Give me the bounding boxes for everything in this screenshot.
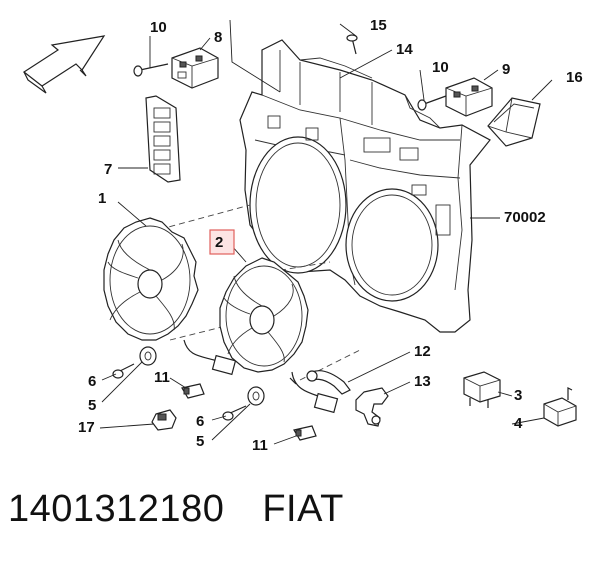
bolt-6-middle — [222, 405, 247, 421]
bush-5-middle — [247, 386, 265, 406]
callout-5a: 5 — [88, 397, 96, 414]
bush-5-left — [139, 346, 157, 366]
part-number: 1401312180 — [8, 488, 225, 530]
footer-caption: 1401312180 FIAT — [8, 488, 344, 531]
screw-10-right — [417, 95, 447, 111]
callout-10b: 10 — [432, 59, 449, 76]
highlight-box — [209, 229, 235, 255]
callout-11a: 11 — [154, 369, 170, 386]
clip-17 — [151, 409, 177, 431]
callout-11b: 11 — [252, 437, 268, 454]
leader-lines — [99, 19, 553, 445]
callout-14: 14 — [396, 41, 413, 58]
callout-3: 3 — [514, 387, 522, 404]
relay-3 — [463, 371, 501, 408]
callout-9: 9 — [502, 61, 510, 78]
callout-16: 16 — [566, 69, 583, 86]
direction-arrow-icon — [22, 35, 106, 94]
fan-assembly-2 — [219, 257, 339, 414]
callout-13: 13 — [414, 373, 431, 390]
resistor-9 — [445, 77, 493, 117]
callout-5b: 5 — [196, 433, 204, 450]
screw-10-left — [133, 63, 169, 77]
callout-70002: 70002 — [504, 209, 546, 226]
cover-16 — [487, 97, 541, 147]
callout-labels: 1 2 3 4 5 5 6 6 7 8 9 10 10 11 11 12 13 … — [78, 17, 583, 454]
bracket-7 — [145, 95, 181, 183]
fitting-13 — [355, 387, 389, 427]
resistor-8 — [171, 47, 219, 89]
connector-11-left — [181, 383, 205, 399]
callout-6b: 6 — [196, 413, 204, 430]
callout-4: 4 — [514, 415, 523, 432]
brand-name: FIAT — [262, 488, 344, 530]
relay-4 — [543, 387, 577, 427]
screw-15 — [346, 34, 358, 55]
exploded-parts-diagram: 1 2 3 4 5 5 6 6 7 8 9 10 10 11 11 12 13 … — [22, 17, 583, 454]
callout-15: 15 — [370, 17, 387, 34]
hose-12 — [306, 370, 351, 395]
callout-1: 1 — [98, 190, 106, 207]
fan-assembly-1 — [103, 217, 237, 376]
bolt-6-left — [112, 363, 135, 379]
callout-17: 17 — [78, 419, 95, 436]
callout-8: 8 — [214, 29, 222, 46]
callout-10a: 10 — [150, 19, 167, 36]
callout-12: 12 — [414, 343, 431, 360]
callout-2: 2 — [215, 234, 223, 251]
callout-7: 7 — [104, 161, 112, 178]
callout-6a: 6 — [88, 373, 96, 390]
connector-11-bottom — [293, 425, 317, 441]
